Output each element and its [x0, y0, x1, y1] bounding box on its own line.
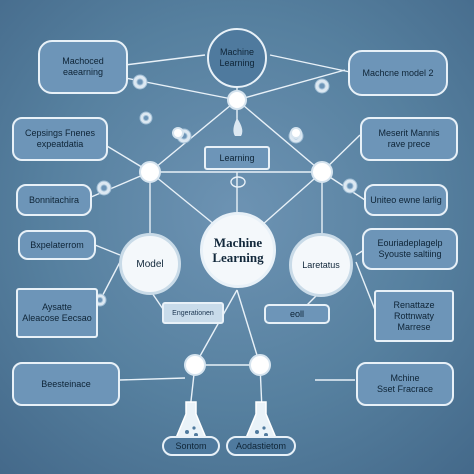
box-top-left: Machoced eaearning	[38, 40, 128, 94]
learning-box-label: Learning	[219, 152, 255, 163]
box-center-low-right-label: eoll	[289, 308, 304, 319]
model-label: Model	[136, 258, 164, 270]
box-right-5: Renattaze Rottnwaty Marrese	[374, 290, 454, 342]
node-small-right	[290, 127, 302, 139]
box-center-low-right: eoll	[264, 304, 330, 324]
box-bottom-right-label: Mchine Sset Fracrace	[376, 373, 434, 394]
box-left-2-label: Cepsings Fnenes expeatdatia	[24, 128, 96, 149]
box-left-3-label: Bonnitachira	[28, 194, 80, 205]
box-right-3-label: Uniteo ewne larlig	[370, 194, 442, 205]
flask-left-label-box: Sontom	[162, 436, 220, 456]
box-center-low-label: Engerationen	[172, 309, 214, 317]
box-left-5: Aysatte Aleacose Eecsao	[16, 288, 98, 338]
box-right-2: Meserit Mannis rave prece	[360, 117, 458, 161]
node-right	[311, 161, 333, 183]
node-top	[227, 90, 247, 110]
box-bottom-left-label: Beesteinace	[41, 378, 91, 389]
gear-icon	[139, 111, 153, 125]
box-left-4: Bxpelaterrom	[18, 230, 96, 260]
center-label: Machine Learning	[212, 235, 264, 265]
top-circle: Machine Learning	[207, 28, 267, 88]
top-circle-label: Machine Learning	[219, 47, 255, 68]
box-top-right: Machcne model 2	[348, 50, 448, 96]
box-bottom-left: Beesteinace	[12, 362, 120, 406]
laretatus-circle: Laretatus	[289, 233, 353, 297]
gear-icon	[96, 180, 112, 196]
box-top-right-label: Machcne model 2	[362, 67, 434, 78]
ring-icon	[230, 176, 246, 188]
learning-box: Learning	[204, 146, 270, 170]
drop-icon	[233, 118, 243, 136]
box-right-3: Uniteo ewne larlig	[364, 184, 448, 216]
box-left-3: Bonnitachira	[16, 184, 92, 216]
node-bottom-left	[184, 354, 206, 376]
node-small-left	[172, 127, 184, 139]
box-left-2: Cepsings Fnenes expeatdatia	[12, 117, 108, 161]
box-right-4-label: Eouriadeplagelp Syouste saltiing	[377, 238, 443, 259]
gear-icon	[314, 78, 330, 94]
box-right-4: Eouriadeplagelp Syouste saltiing	[362, 228, 458, 270]
center-circle: Machine Learning	[200, 212, 276, 288]
flask-right-label: Aodastietom	[235, 440, 287, 451]
box-left-5-label: Aysatte Aleacose Eecsao	[22, 302, 92, 323]
flask-left-label: Sontom	[175, 440, 207, 451]
box-center-low: Engerationen	[162, 302, 224, 324]
node-bottom-right	[249, 354, 271, 376]
box-right-5-label: Renattaze Rottnwaty Marrese	[393, 299, 435, 332]
gear-icon	[132, 74, 148, 90]
box-right-2-label: Meserit Mannis rave prece	[378, 128, 440, 149]
laretatus-label: Laretatus	[302, 260, 340, 270]
box-top-left-label: Machoced eaearning	[62, 56, 104, 77]
gear-icon	[342, 178, 358, 194]
node-left	[139, 161, 161, 183]
flask-right-label-box: Aodastietom	[226, 436, 296, 456]
model-circle: Model	[119, 233, 181, 295]
box-bottom-right: Mchine Sset Fracrace	[356, 362, 454, 406]
box-left-4-label: Bxpelaterrom	[30, 239, 84, 250]
